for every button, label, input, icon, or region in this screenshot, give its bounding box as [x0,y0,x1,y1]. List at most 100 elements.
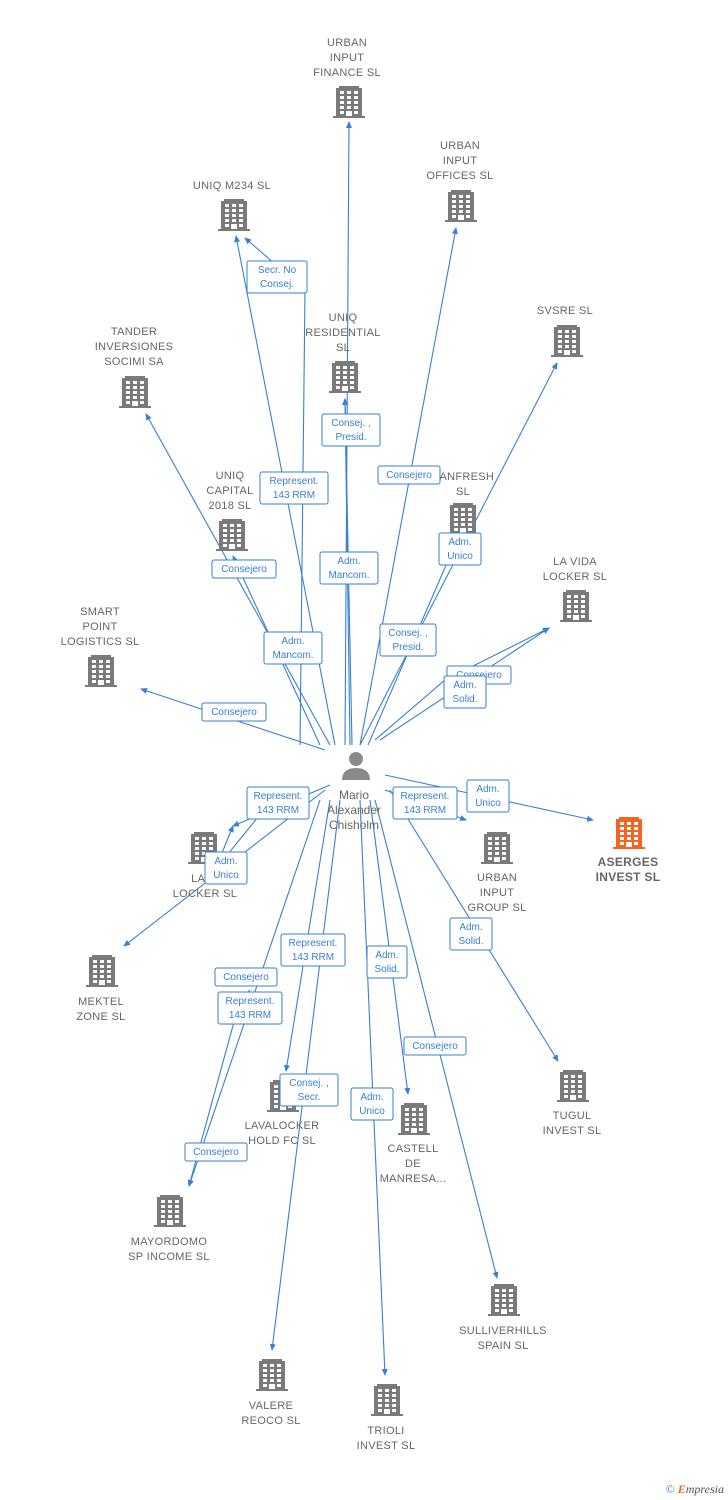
company-name: UNIQ [329,312,358,324]
relation-label-trioli[interactable]: Adm.Unico [350,1087,394,1121]
building-icon [445,190,477,222]
relation-label-uniq-capital[interactable]: Consejero [211,559,277,579]
company-name: INVEST SL [596,870,661,884]
relation-text: Consejero [193,1147,239,1158]
relation-label-tander[interactable]: Adm. Mancom. [263,631,323,665]
company-name: SL [336,342,350,354]
company-name: LAVALOCKER [245,1120,320,1132]
brand-name: mpresia [685,1482,724,1496]
relation-text: Consejero [412,1041,458,1052]
company-name: MANRESA... [380,1173,447,1185]
relation-label-urban-input-group[interactable]: Represent.143 RRM [392,786,458,820]
company-node-castell[interactable]: CASTELLDEMANRESA... [380,1103,447,1185]
relation-text: Consej. , [388,628,427,639]
person-icon [342,752,370,780]
relation-label-urban-input-offices[interactable]: Consejero [377,465,441,485]
relation-text: Consej. , [289,1078,328,1089]
relation-text: Consej. [260,279,294,290]
company-name: SL [456,486,470,498]
building-icon [119,376,151,408]
relation-label-castell[interactable]: Adm.Solid. [366,945,408,979]
company-name: INPUT [480,887,515,899]
relation-label-lavalocker-sl[interactable]: Represent.143 RRM [246,786,310,820]
company-name: 2018 SL [208,500,251,512]
company-name: MEKTEL [78,996,124,1008]
company-name: ZONE SL [76,1011,125,1023]
relation-text: Adm. [459,922,482,933]
company-name: SVSRE SL [537,305,593,317]
building-icon [557,1070,589,1102]
building-icon [333,86,365,118]
relation-text: Unico [475,798,501,809]
relation-text: Mancom. [328,570,369,581]
company-name: DE [405,1158,421,1170]
person-name: Chisholm [329,818,379,832]
relation-label-svsre[interactable]: Adm. Unico [438,532,482,566]
relation-label-lavalocker-hold[interactable]: Represent. 143 RRM [280,933,346,967]
company-name: MAYORDOMO [131,1236,208,1248]
relation-text: Mancom. [272,650,313,661]
building-icon [154,1195,186,1227]
relation-text: Consejero [221,564,267,575]
relation-label-banfresh[interactable]: Consej. ,Presid. [379,623,437,657]
relation-label-sulliverhills[interactable]: Consejero [403,1036,467,1056]
relation-label-lavalocker-sl[interactable]: Consejero [214,967,278,987]
relation-label-tugul[interactable]: Adm.Solid. [449,917,493,951]
relation-label-uniq-m234[interactable]: Represent.143 RRM [259,471,329,505]
relation-text: Represent. [401,791,450,802]
company-name: INPUT [330,52,365,64]
company-name: BANFRESH [432,471,494,483]
relation-label-valere[interactable]: Consej. , Secr. [279,1073,339,1107]
company-node-mektel[interactable]: MEKTEL ZONE SL [76,955,125,1023]
relation-text: Consej. , [331,418,370,429]
relation-label-mektel[interactable]: Adm.Unico [204,851,248,885]
relation-text: Adm. [281,636,304,647]
building-icon [329,361,361,393]
building-icon [398,1103,430,1135]
relation-text: Adm. [448,537,471,548]
company-name: SPAIN SL [477,1340,528,1352]
relation-text: Secr. [298,1092,321,1103]
relation-label-aserges[interactable]: Adm.Unico [466,779,510,813]
relation-label-mayordomo[interactable]: Consejero [184,1142,248,1162]
relation-text: Represent. [289,938,338,949]
relation-text: Adm. [453,680,476,691]
company-name: INVEST SL [543,1125,602,1137]
building-icon [613,817,645,849]
brand-initial: E [677,1482,686,1496]
company-name: TANDER [111,326,157,338]
building-icon [216,519,248,551]
company-name: SMART [80,606,120,618]
company-node-uniq-m234[interactable]: UNIQ M234 SL [193,180,271,231]
relation-label-mayordomo[interactable]: Represent.143 RRM [217,991,283,1025]
building-icon [481,832,513,864]
company-node-svsre[interactable]: SVSRE SL [537,305,593,357]
relation-label-uniq-residential[interactable]: Consej. ,Presid. [321,413,381,447]
relation-text: Adm. [214,856,237,867]
relation-text: 143 RRM [292,952,334,963]
relation-text: Unico [447,551,473,562]
building-icon [488,1284,520,1316]
relation-label-la-vida-locker[interactable]: Adm.Solid. [443,675,487,709]
company-name: TRIOLI [367,1425,404,1437]
company-name: FINANCE SL [313,67,381,79]
relation-label-uniq-residential[interactable]: Adm.Mancom. [319,551,379,585]
relation-label-smart-point[interactable]: Consejero [201,702,267,722]
